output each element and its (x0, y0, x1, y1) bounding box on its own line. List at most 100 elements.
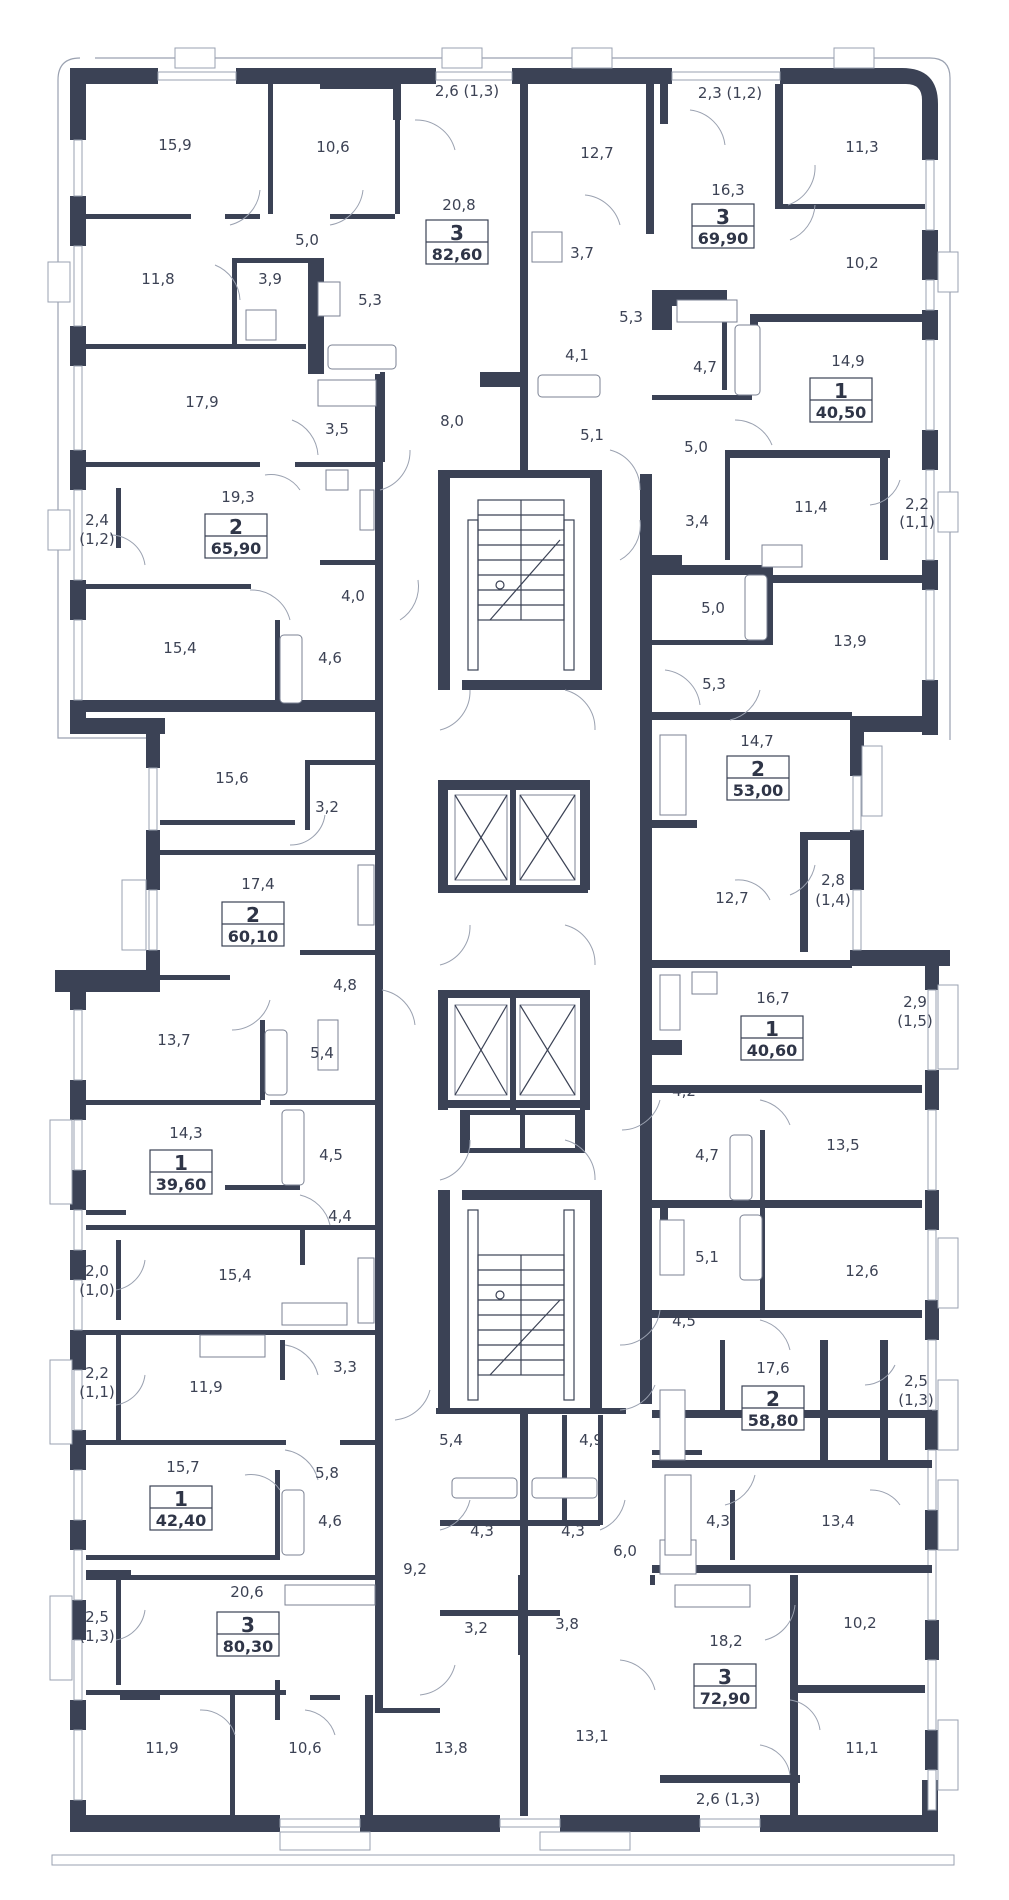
apartment-rooms: 3 (241, 1613, 255, 1637)
room-label: (1,2) (79, 530, 115, 548)
room-labels: 15,9 10,6 2,6 (1,3) 20,8 12,7 2,3 (1,2) … (79, 82, 935, 1808)
room-label: 11,8 (141, 270, 174, 288)
room-label: 11,4 (794, 498, 827, 516)
apartment-rooms: 2 (229, 515, 243, 539)
outer-walls (55, 68, 950, 1832)
room-label: 4,3 (561, 1522, 585, 1540)
room-label: 6,0 (613, 1542, 637, 1560)
doors (109, 109, 901, 1776)
room-label: 15,6 (215, 769, 248, 787)
apartment-rooms: 2 (246, 903, 260, 927)
room-label: 10,6 (316, 138, 349, 156)
apartment-tags: 3 82,60 3 69,90 1 40,50 2 65,90 2 53,00 (149, 203, 873, 1709)
room-label: 11,9 (145, 1739, 178, 1757)
room-label: 13,7 (157, 1031, 190, 1049)
room-label: 5,4 (310, 1044, 334, 1062)
room-label: 13,9 (833, 632, 866, 650)
apartment-tag: 3 72,90 (693, 1663, 757, 1709)
room-label: 9,2 (403, 1560, 427, 1578)
room-label: 4,3 (706, 1512, 730, 1530)
apartment-rooms: 3 (450, 221, 464, 245)
room-label: 3,2 (315, 798, 339, 816)
room-label: 11,3 (845, 138, 878, 156)
room-label: 3,3 (333, 1358, 357, 1376)
room-label: 18,2 (709, 1632, 742, 1650)
room-label: (1,1) (79, 1383, 115, 1401)
room-label: 12,6 (845, 1262, 878, 1280)
room-label: 15,4 (218, 1266, 251, 1284)
stairs-upper (467, 499, 575, 671)
apartment-rooms: 3 (716, 205, 730, 229)
room-label: 2,6 (1,3) (696, 1790, 760, 1808)
room-label: (1,4) (815, 891, 851, 909)
room-label: 12,7 (580, 144, 613, 162)
room-label: 3,7 (570, 244, 594, 262)
room-label: 2,5 (85, 1608, 109, 1626)
room-label: 4,5 (672, 1312, 696, 1330)
apartment-area: 60,10 (228, 927, 279, 946)
room-label: 3,9 (258, 270, 282, 288)
room-label: (1,0) (79, 1281, 115, 1299)
room-label: 4,6 (318, 1512, 342, 1530)
apartment-area: 69,90 (698, 229, 749, 248)
room-label: 12,7 (715, 889, 748, 907)
room-label: 2,4 (85, 511, 109, 529)
room-label: 5,3 (358, 291, 382, 309)
apartment-area: 72,90 (700, 1689, 751, 1708)
room-label: 5,1 (580, 426, 604, 444)
room-label: 15,4 (163, 639, 196, 657)
room-label: 17,6 (756, 1359, 789, 1377)
room-label: 5,0 (684, 438, 708, 456)
apartment-area: 58,80 (748, 1411, 799, 1430)
apartment-rooms: 1 (765, 1017, 779, 1041)
room-label: 10,2 (845, 254, 878, 272)
apartment-tag: 1 40,50 (809, 377, 873, 423)
room-label: 14,9 (831, 352, 864, 370)
apartment-tag: 1 40,60 (740, 1015, 804, 1061)
room-label: 2,2 (85, 1364, 109, 1382)
fixtures (199, 231, 803, 1608)
apartment-area: 39,60 (156, 1175, 207, 1194)
apartment-rooms: 1 (834, 379, 848, 403)
apartment-tag: 2 60,10 (221, 901, 285, 947)
room-label: 13,4 (821, 1512, 854, 1530)
room-label: 5,1 (695, 1248, 719, 1266)
room-label: 4,1 (565, 346, 589, 364)
room-label: 4,0 (341, 587, 365, 605)
apartment-tag: 2 53,00 (726, 755, 790, 801)
room-label: 2,0 (85, 1262, 109, 1280)
room-label: 14,7 (740, 732, 773, 750)
room-label: 5,8 (315, 1464, 339, 1482)
room-label: 5,0 (701, 599, 725, 617)
room-label: (1,5) (897, 1012, 933, 1030)
apartment-tag: 3 69,90 (691, 203, 755, 249)
room-label: 10,6 (288, 1739, 321, 1757)
room-label: (1,1) (899, 513, 935, 531)
room-label: 4,4 (328, 1207, 352, 1225)
stairs-lower (467, 1209, 575, 1401)
room-label: (1,3) (79, 1627, 115, 1645)
room-label: 15,7 (166, 1458, 199, 1476)
room-label: 13,5 (826, 1136, 859, 1154)
room-label: 13,8 (434, 1739, 467, 1757)
inner-walls (86, 84, 932, 1820)
room-label: 4,9 (579, 1431, 603, 1449)
room-label: 16,7 (756, 989, 789, 1007)
room-label: 2,9 (903, 993, 927, 1011)
room-label: 8,0 (440, 412, 464, 430)
room-label: 4,5 (319, 1146, 343, 1164)
room-label: 4,6 (318, 649, 342, 667)
room-label: 5,3 (619, 308, 643, 326)
apartment-rooms: 2 (751, 757, 765, 781)
apartment-tag: 1 39,60 (149, 1149, 213, 1195)
room-label: 11,1 (845, 1739, 878, 1757)
room-label: 5,0 (295, 231, 319, 249)
room-label: 20,8 (442, 196, 475, 214)
elevators (454, 794, 576, 1096)
room-label: 3,4 (685, 512, 709, 530)
room-label: 2,8 (821, 871, 845, 889)
room-label: 4,8 (333, 976, 357, 994)
room-label: 2,6 (1,3) (435, 82, 499, 100)
